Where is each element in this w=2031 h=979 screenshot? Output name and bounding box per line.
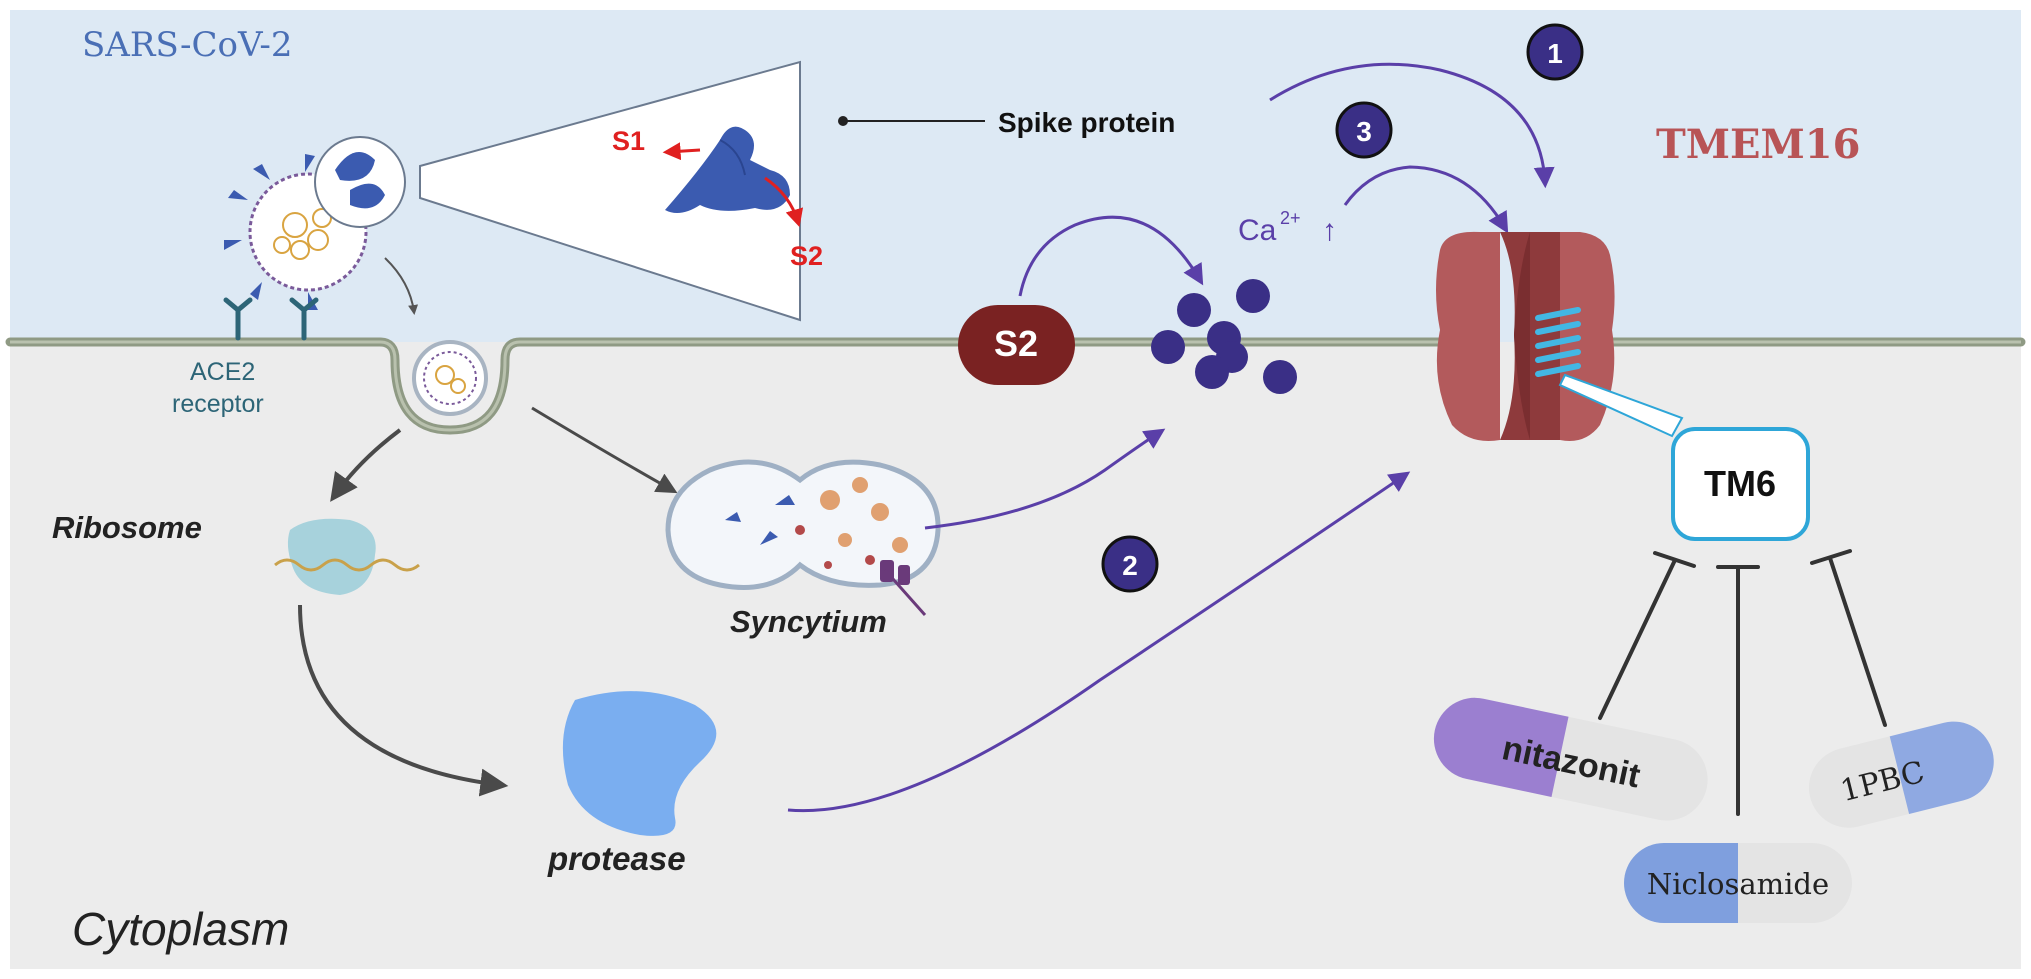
calcium-to-tmem16-arrow [1343, 165, 1509, 234]
step-3-marker: 3 [1335, 101, 1393, 159]
protease-icon [562, 691, 717, 836]
cytoplasm-label: Cytoplasm [72, 903, 289, 955]
calcium-ions [1151, 279, 1297, 394]
endosome-virus [412, 340, 488, 416]
protease-label: protease [547, 840, 686, 877]
svg-text:↑: ↑ [1322, 214, 1337, 247]
spike-protein-label: Spike protein [998, 107, 1175, 138]
tm6-box: TM6 [1671, 427, 1810, 541]
virus-entry-arrow [384, 257, 419, 315]
step-2-marker: 2 [1101, 535, 1159, 593]
protease-to-tmem16-arrow [787, 471, 1411, 813]
ribosome-icon [274, 518, 420, 595]
svg-text:TM6: TM6 [1704, 463, 1776, 504]
endosome-to-syncytium-arrow [531, 406, 678, 494]
svg-text:Niclosamide: Niclosamide [1647, 867, 1829, 901]
spike-zoom-callout [314, 60, 801, 322]
s2-badge: S2 [958, 305, 1075, 385]
ace2-label-line2: receptor [172, 390, 264, 418]
s2-arrow [764, 176, 804, 228]
svg-text:3: 3 [1356, 116, 1372, 147]
ace2-label-line1: ACE2 [190, 358, 255, 386]
s1-arrow [662, 142, 701, 161]
ribosome-label: Ribosome [52, 510, 202, 545]
cell-membrane [5, 337, 2026, 435]
endosome-to-ribosome-arrow [330, 428, 402, 502]
step-1-marker: 1 [1526, 23, 1584, 81]
virus-label: SARS-CoV-2 [82, 25, 293, 65]
calcium-label: Ca 2+ ↑ [1238, 208, 1337, 247]
nitazonit-capsule: nitazonit [1433, 697, 1708, 821]
svg-text:2: 2 [1122, 550, 1138, 581]
svg-text:1: 1 [1547, 38, 1563, 69]
s2-small-label: S2 [790, 241, 823, 271]
syncytium-to-calcium-arrow [924, 428, 1166, 530]
svg-text:S2: S2 [994, 323, 1038, 364]
spike-to-tmem16-arrow [1269, 62, 1555, 189]
tmem16-label: TMEM16 [1656, 121, 1860, 168]
syncytium-label: Syncytium [730, 604, 887, 639]
tm6-pointer [1558, 373, 1684, 438]
ribosome-to-protease-arrow [298, 604, 509, 797]
ace2-receptor-icon [223, 297, 319, 341]
tmem16-channel [1436, 231, 1615, 441]
svg-text:2+: 2+ [1280, 208, 1301, 228]
s1-label: S1 [612, 126, 645, 156]
syncytium-icon [665, 459, 941, 616]
s2-to-calcium-arrow [1018, 215, 1204, 297]
spike-protein-icon [665, 126, 790, 214]
niclosamide-capsule: Niclosamide [1624, 843, 1852, 923]
svg-text:Ca: Ca [1238, 214, 1277, 247]
1pbc-capsule: 1PBC [1808, 721, 1994, 828]
inhibition-lines [1598, 549, 1887, 816]
